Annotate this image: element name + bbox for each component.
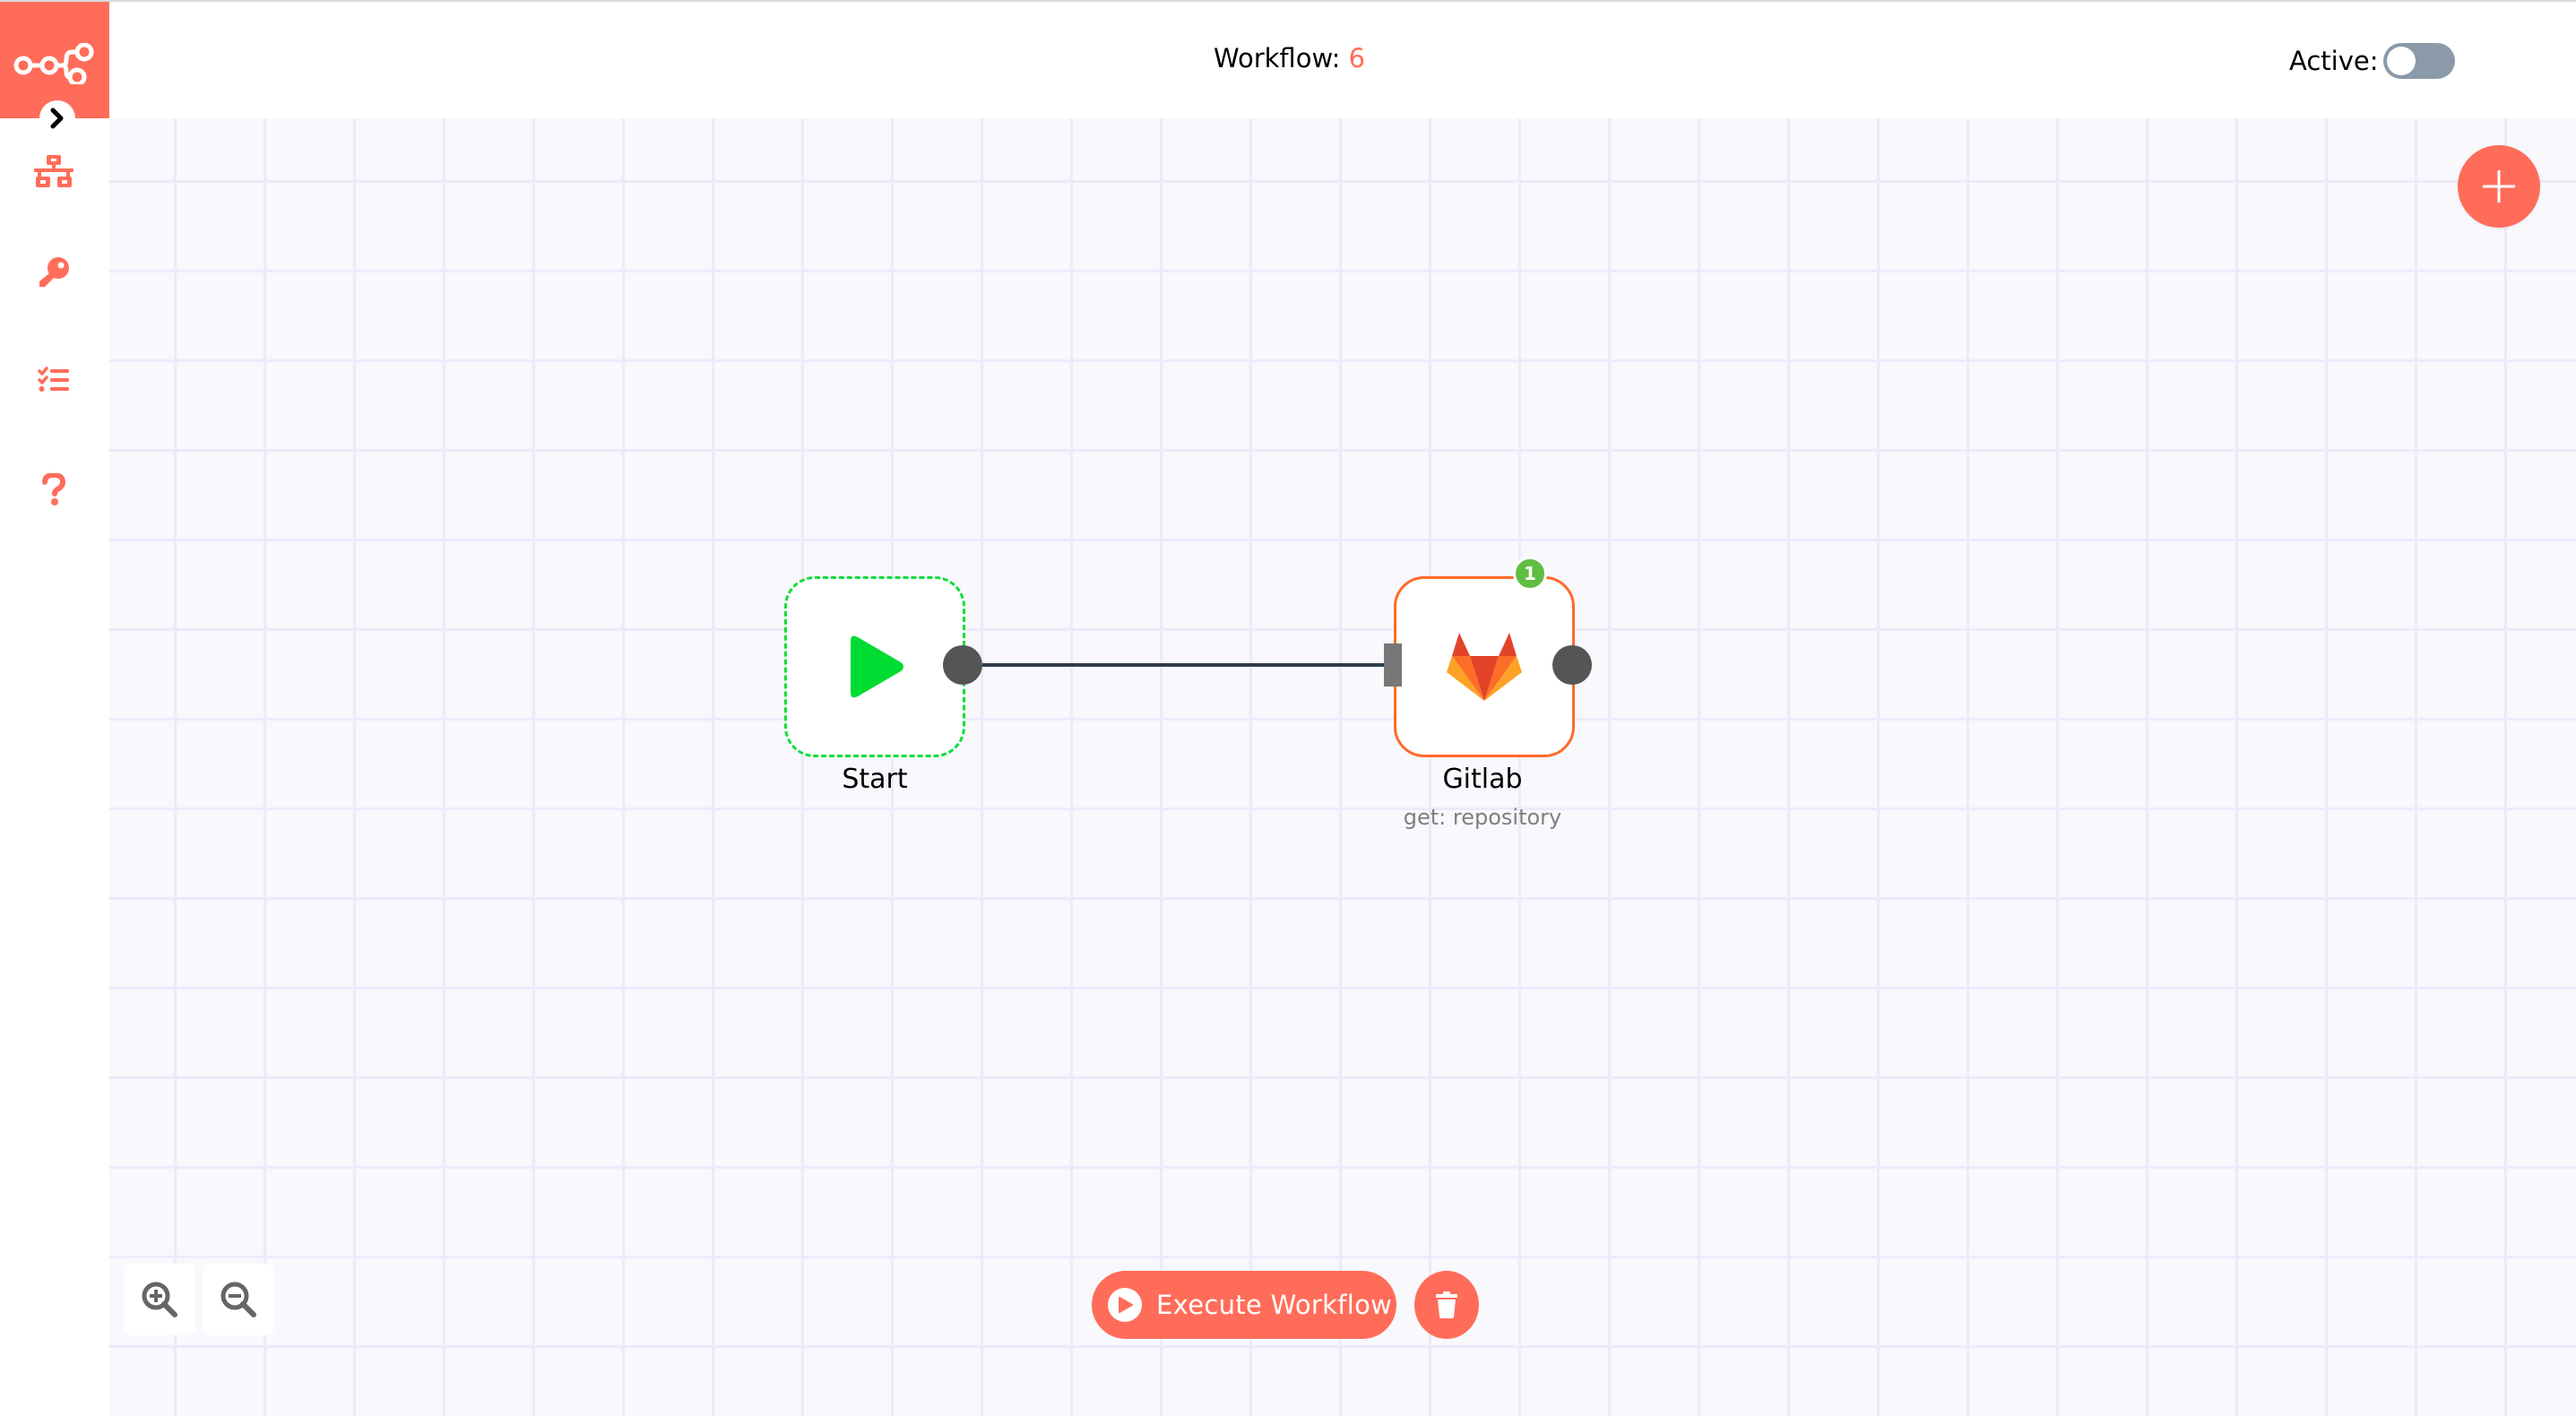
zoom-out-button[interactable] bbox=[203, 1264, 274, 1335]
sitemap-icon bbox=[34, 155, 73, 187]
workflow-canvas[interactable] bbox=[109, 118, 2576, 1416]
play-icon bbox=[851, 635, 903, 698]
node-gitlab-subtitle: get: repository bbox=[1403, 805, 1562, 830]
zoom-out-icon bbox=[220, 1282, 256, 1317]
clear-execution-button[interactable] bbox=[1414, 1271, 1479, 1339]
trash-icon bbox=[1436, 1291, 1457, 1318]
execute-workflow-label: Execute Workflow bbox=[1156, 1290, 1393, 1320]
zoom-in-button[interactable] bbox=[124, 1264, 195, 1335]
execute-workflow-button[interactable]: Execute Workflow bbox=[1092, 1271, 1396, 1339]
node-start-label: Start bbox=[842, 764, 908, 795]
node-start[interactable] bbox=[784, 576, 965, 757]
active-control: Active: bbox=[2289, 43, 2456, 79]
header: Workflow: 6 Active: bbox=[109, 2, 2576, 118]
workflow-title[interactable]: Workflow: 6 bbox=[1214, 43, 1365, 73]
tasks-list-icon bbox=[38, 367, 69, 392]
sidebar-item-executions[interactable] bbox=[27, 353, 81, 407]
sidebar-item-credentials[interactable] bbox=[27, 246, 81, 299]
plus-icon bbox=[2483, 170, 2515, 203]
play-circle-icon bbox=[1108, 1288, 1142, 1322]
n8n-logo[interactable] bbox=[0, 2, 109, 118]
sidebar bbox=[0, 2, 109, 1416]
zoom-in-icon bbox=[142, 1282, 177, 1317]
start-output-endpoint[interactable] bbox=[943, 645, 982, 685]
execution-count-badge: 1 bbox=[1513, 557, 1547, 591]
key-icon bbox=[39, 257, 69, 287]
window-top-border bbox=[0, 0, 2576, 2]
toggle-knob bbox=[2387, 47, 2416, 75]
gitlab-input-endpoint[interactable] bbox=[1384, 643, 1402, 686]
workflow-number: 6 bbox=[1348, 43, 1366, 73]
active-label: Active: bbox=[2289, 46, 2379, 76]
gitlab-icon bbox=[1447, 633, 1522, 701]
node-gitlab[interactable] bbox=[1394, 576, 1575, 757]
connection-start-to-gitlab[interactable] bbox=[982, 663, 1384, 667]
workflow-title-label: Workflow: bbox=[1214, 43, 1341, 73]
chevron-right-icon bbox=[50, 108, 64, 129]
question-icon bbox=[42, 473, 66, 505]
active-toggle[interactable] bbox=[2383, 43, 2456, 79]
sidebar-item-help[interactable] bbox=[27, 462, 81, 516]
gitlab-output-endpoint[interactable] bbox=[1552, 645, 1592, 685]
sidebar-collapse-toggle[interactable] bbox=[39, 100, 75, 136]
node-gitlab-label: Gitlab bbox=[1442, 764, 1523, 795]
add-node-button[interactable] bbox=[2458, 145, 2540, 228]
sidebar-item-workflows[interactable] bbox=[27, 145, 81, 199]
n8n-logo-icon bbox=[13, 43, 94, 84]
